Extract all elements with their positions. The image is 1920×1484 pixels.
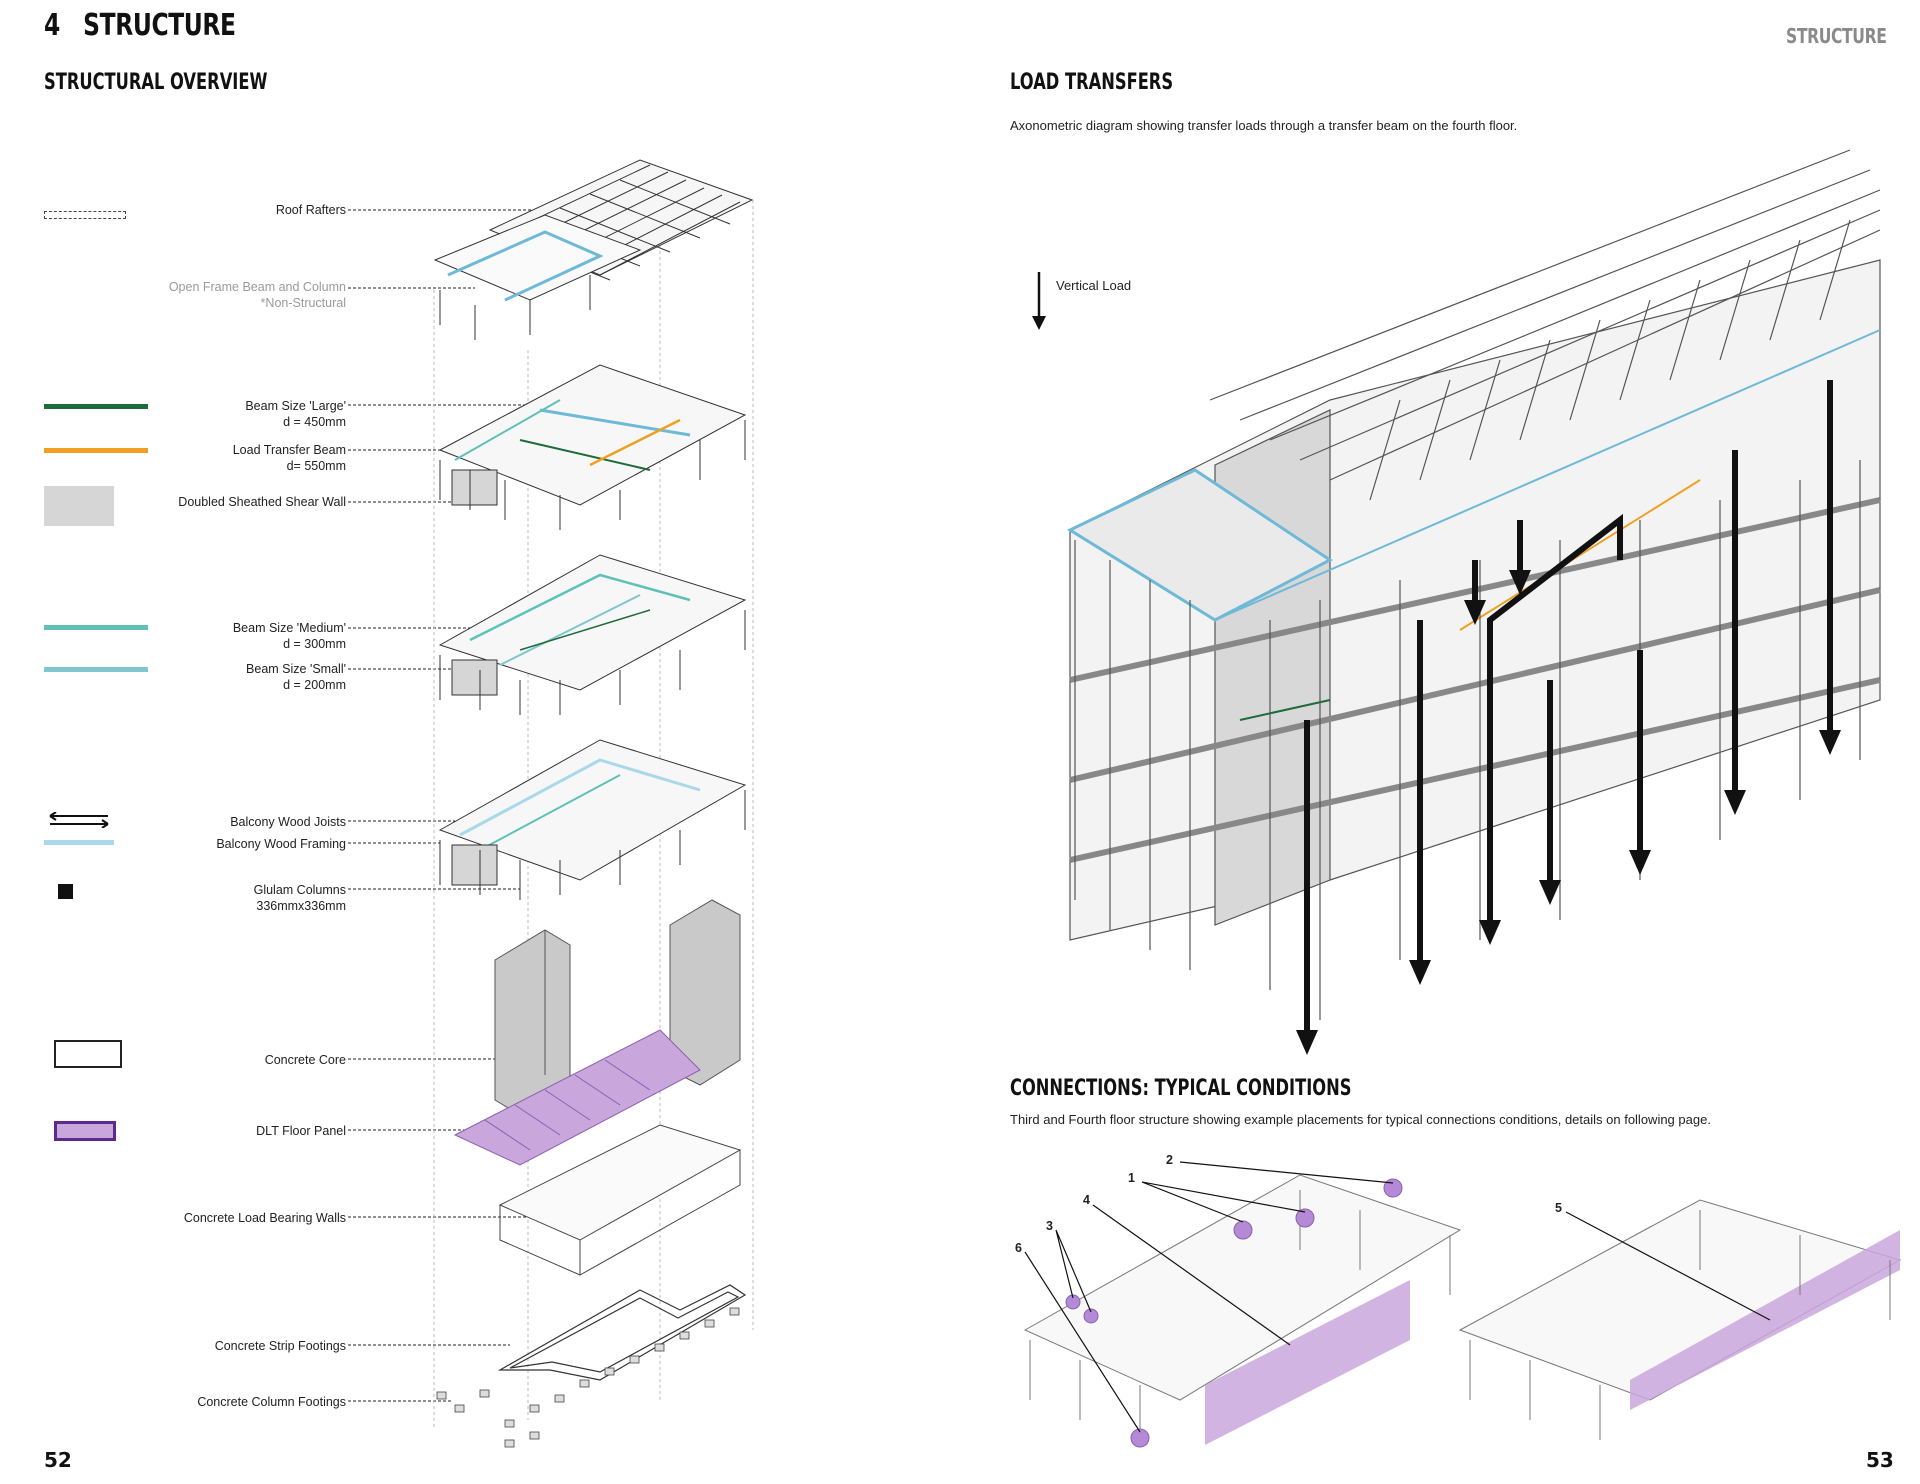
page-number-left: 52 bbox=[44, 1448, 72, 1472]
dlt-floor-panel-layer bbox=[453, 1029, 701, 1166]
chapter-heading: 4 STRUCTURE bbox=[44, 8, 236, 43]
page-number-right: 53 bbox=[1866, 1448, 1894, 1472]
structural-overview-title: STRUCTURAL OVERVIEW bbox=[44, 70, 268, 95]
legend-joist-arrows-icon bbox=[44, 812, 114, 828]
label-transfer-beam-line2: d= 550mm bbox=[286, 459, 346, 473]
legend-transfer-beam-swatch bbox=[44, 448, 148, 453]
label-open-frame-line2: *Non-Structural bbox=[260, 296, 346, 310]
chapter-title: STRUCTURE bbox=[83, 8, 236, 43]
callout-4: 4 bbox=[1083, 1193, 1090, 1207]
label-open-frame: Open Frame Beam and Column *Non-Structur… bbox=[169, 279, 346, 311]
label-beam-large: Beam Size 'Large' d = 450mm bbox=[245, 398, 346, 430]
chapter-number: 4 bbox=[44, 8, 60, 43]
label-transfer-beam-line1: Load Transfer Beam bbox=[232, 443, 346, 457]
legend-shear-wall-swatch bbox=[44, 486, 114, 526]
strip-footings-layer bbox=[497, 1284, 747, 1381]
level-4-layer bbox=[438, 364, 747, 530]
roof-rafters-layer bbox=[433, 159, 754, 340]
legend-glulam-column-swatch bbox=[58, 884, 73, 899]
legend-dlt-panel-swatch bbox=[54, 1121, 116, 1141]
connection-markers bbox=[1065, 1178, 1403, 1448]
legend-beam-large-swatch bbox=[44, 404, 148, 409]
label-open-frame-line1: Open Frame Beam and Column bbox=[168, 280, 346, 294]
connections-drawing-right bbox=[1458, 1199, 1902, 1440]
label-concrete-core: Concrete Core bbox=[264, 1053, 346, 1067]
connections-title: CONNECTIONS: TYPICAL CONDITIONS bbox=[1010, 1076, 1352, 1101]
callout-2: 2 bbox=[1166, 1153, 1173, 1167]
legend-concrete-core-swatch bbox=[54, 1040, 122, 1068]
connections-drawing-left bbox=[1023, 1174, 1462, 1445]
label-transfer-beam: Load Transfer Beam d= 550mm bbox=[233, 442, 346, 474]
callout-5: 5 bbox=[1555, 1201, 1562, 1215]
label-balcony-joists: Balcony Wood Joists bbox=[230, 815, 346, 829]
column-footings-layer bbox=[436, 1307, 740, 1448]
label-roof-rafters: Roof Rafters bbox=[275, 203, 346, 217]
callout-1: 1 bbox=[1128, 1171, 1135, 1185]
callout-3: 3 bbox=[1046, 1219, 1053, 1233]
label-shear-wall: Doubled Sheathed Shear Wall bbox=[178, 495, 346, 509]
label-load-bearing-walls: Concrete Load Bearing Walls bbox=[183, 1211, 346, 1225]
load-transfers-title: LOAD TRANSFERS bbox=[1010, 70, 1174, 95]
label-glulam-columns: Glulam Columns 336mmx336mm bbox=[254, 882, 346, 914]
level-2-layer bbox=[438, 739, 747, 900]
callout-6: 6 bbox=[1015, 1241, 1022, 1255]
load-bearing-walls-layer bbox=[498, 1124, 742, 1276]
label-glulam-line2: 336mmx336mm bbox=[256, 899, 346, 913]
connections-description: Third and Fourth floor structure showing… bbox=[1010, 1112, 1711, 1127]
label-column-footings: Concrete Column Footings bbox=[197, 1395, 346, 1409]
legend-beam-medium-swatch bbox=[44, 625, 148, 630]
concrete-core-layer bbox=[494, 899, 741, 1116]
legend-balcony-framing-swatch bbox=[44, 840, 114, 845]
label-beam-small-line1: Beam Size 'Small' bbox=[246, 662, 346, 676]
legend-roof-rafters-icon bbox=[44, 211, 126, 219]
label-beam-small-line2: d = 200mm bbox=[283, 678, 346, 692]
vertical-load-label: Vertical Load bbox=[1056, 278, 1132, 293]
label-balcony-framing: Balcony Wood Framing bbox=[216, 837, 346, 851]
running-title: STRUCTURE bbox=[1786, 24, 1887, 48]
vertical-load-arrows bbox=[1032, 272, 1841, 1055]
label-beam-small: Beam Size 'Small' d = 200mm bbox=[246, 661, 346, 693]
load-transfers-description: Axonometric diagram showing transfer loa… bbox=[1010, 118, 1518, 133]
label-beam-medium: Beam Size 'Medium' d = 300mm bbox=[233, 620, 346, 652]
label-strip-footings: Concrete Strip Footings bbox=[214, 1339, 346, 1353]
label-beam-large-line1: Beam Size 'Large' bbox=[245, 399, 346, 413]
callout-leaders bbox=[1024, 1161, 1771, 1433]
legend-beam-small-swatch bbox=[44, 667, 148, 672]
level-3-layer bbox=[438, 554, 747, 715]
label-glulam-line1: Glulam Columns bbox=[253, 883, 346, 897]
label-beam-medium-line2: d = 300mm bbox=[283, 637, 346, 651]
label-dlt-panel: DLT Floor Panel bbox=[256, 1124, 346, 1138]
label-beam-medium-line1: Beam Size 'Medium' bbox=[232, 621, 346, 635]
label-beam-large-line2: d = 450mm bbox=[283, 415, 346, 429]
